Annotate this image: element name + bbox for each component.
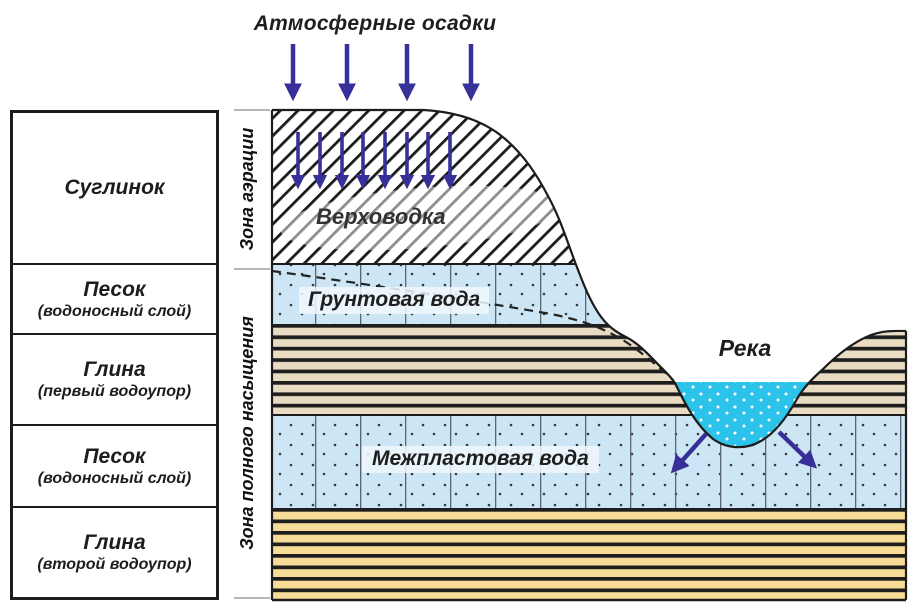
second-clay-layer — [272, 508, 906, 600]
layer-name: Суглинок — [64, 176, 165, 199]
layer-name: Глина — [83, 531, 146, 554]
layer-name: Глина — [83, 358, 146, 381]
river-seepage-arrows — [670, 430, 818, 474]
perched-water-label: Верховодка — [316, 204, 446, 229]
layer-note: (первый водоупор) — [37, 383, 192, 400]
table-row: Суглинок — [13, 113, 216, 263]
river-label: Река — [718, 335, 772, 361]
seepage-arrow — [777, 430, 818, 469]
layer-note: (водоносный слой) — [37, 469, 192, 487]
layer-name: Песок — [83, 444, 146, 468]
layer-legend-table: Суглинок Песок (водоносный слой) Глина (… — [10, 110, 219, 600]
groundwater-label: Грунтовая вода — [299, 287, 490, 315]
interstratal-water-label: Межпластовая вода — [362, 446, 599, 474]
layer-note: (второй водоупор) — [37, 556, 192, 573]
layer-note: (водоносный слой) — [37, 302, 192, 320]
river-water-dots — [674, 382, 810, 448]
layer-name: Песок — [83, 277, 146, 301]
geological-layers — [272, 110, 906, 600]
seepage-arrow — [670, 432, 708, 474]
table-row: Песок (водоносный слой) — [13, 424, 216, 506]
aeration-zone-label: Зона аэрации — [237, 127, 257, 251]
infiltration-arrows — [290, 132, 458, 190]
perched-water-lens — [280, 185, 560, 251]
precipitation-arrows — [284, 44, 480, 102]
saturation-zone-label: Зона полного насыщения — [237, 316, 257, 550]
water-table-dashed-line — [272, 269, 674, 381]
table-row: Глина (второй водоупор) — [13, 506, 216, 597]
diagram-title: Атмосферные осадки — [253, 12, 497, 35]
zone-tick-marks — [234, 109, 270, 599]
ground-surface-outline — [272, 108, 907, 449]
first-clay-layer — [272, 324, 906, 415]
table-row: Глина (первый водоупор) — [13, 333, 216, 424]
table-row: Песок (водоносный слой) — [13, 263, 216, 333]
